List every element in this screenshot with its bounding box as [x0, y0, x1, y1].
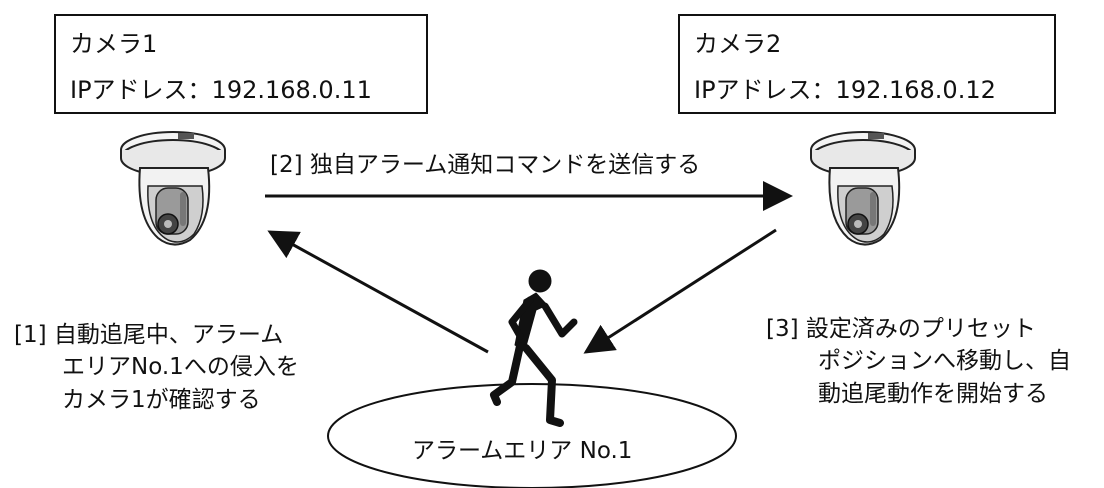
camera1-ip: IPアドレス：192.168.0.11	[70, 76, 372, 104]
camera1-name: カメラ1	[70, 30, 158, 58]
step1-line3: カメラ1が確認する	[62, 387, 261, 413]
arrow-camera2-to-person	[583, 228, 777, 354]
camera-2-icon	[810, 131, 916, 246]
alarm-area-ellipse	[327, 383, 737, 488]
running-person-icon	[490, 269, 578, 427]
step3-line1: [3] 設定済みのプリセット	[766, 316, 1036, 342]
step3-line2: ポジションへ移動し、自	[818, 348, 1071, 374]
camera2-name: カメラ2	[694, 30, 782, 58]
step1-line1: [1] 自動追尾中、アラーム	[14, 322, 284, 348]
camera-1-icon	[120, 131, 226, 246]
alarm-area-label: アラームエリア No.1	[412, 438, 633, 464]
camera1-info-box: カメラ1 IPアドレス：192.168.0.11	[54, 14, 428, 114]
step2-label: [2] 独自アラーム通知コマンドを送信する	[270, 152, 701, 178]
step3-line3: 動追尾動作を開始する	[818, 381, 1048, 407]
step1-line2: エリアNo.1への侵入を	[62, 354, 299, 380]
camera2-ip: IPアドレス：192.168.0.12	[694, 76, 996, 104]
camera2-info-box: カメラ2 IPアドレス：192.168.0.12	[678, 14, 1056, 114]
arrow-person-to-camera1	[267, 230, 489, 354]
